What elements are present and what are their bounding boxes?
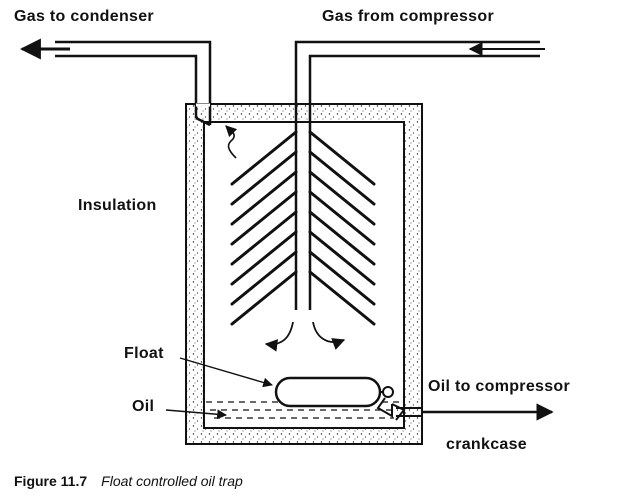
label-oil: Oil <box>132 398 155 415</box>
outlet-pipe <box>55 40 212 127</box>
figure-number: Figure 11.7 <box>14 473 88 489</box>
baffle-plates <box>230 130 376 326</box>
label-gas-from-compressor: Gas from compressor <box>322 8 494 25</box>
figure-caption-text: Float controlled oil trap <box>101 473 243 489</box>
oil-leader <box>165 409 227 420</box>
oil-outlet-pipe <box>396 407 422 417</box>
gas-flow-arrows <box>264 321 346 352</box>
label-oil-to-compressor: Oil to compressor <box>428 378 571 395</box>
figure-caption: Figure 11.7 Float controlled oil trap <box>14 473 243 489</box>
gas-entry-arrow <box>225 125 238 159</box>
label-float: Float <box>124 345 164 362</box>
inlet-pipe <box>294 40 540 310</box>
oil-pool <box>206 401 402 419</box>
float <box>274 376 382 408</box>
label-insulation: Insulation <box>78 197 157 214</box>
label-gas-to-condenser: Gas to condenser <box>14 8 154 25</box>
float-leader <box>179 357 273 388</box>
label-crankcase: crankcase <box>446 436 527 453</box>
